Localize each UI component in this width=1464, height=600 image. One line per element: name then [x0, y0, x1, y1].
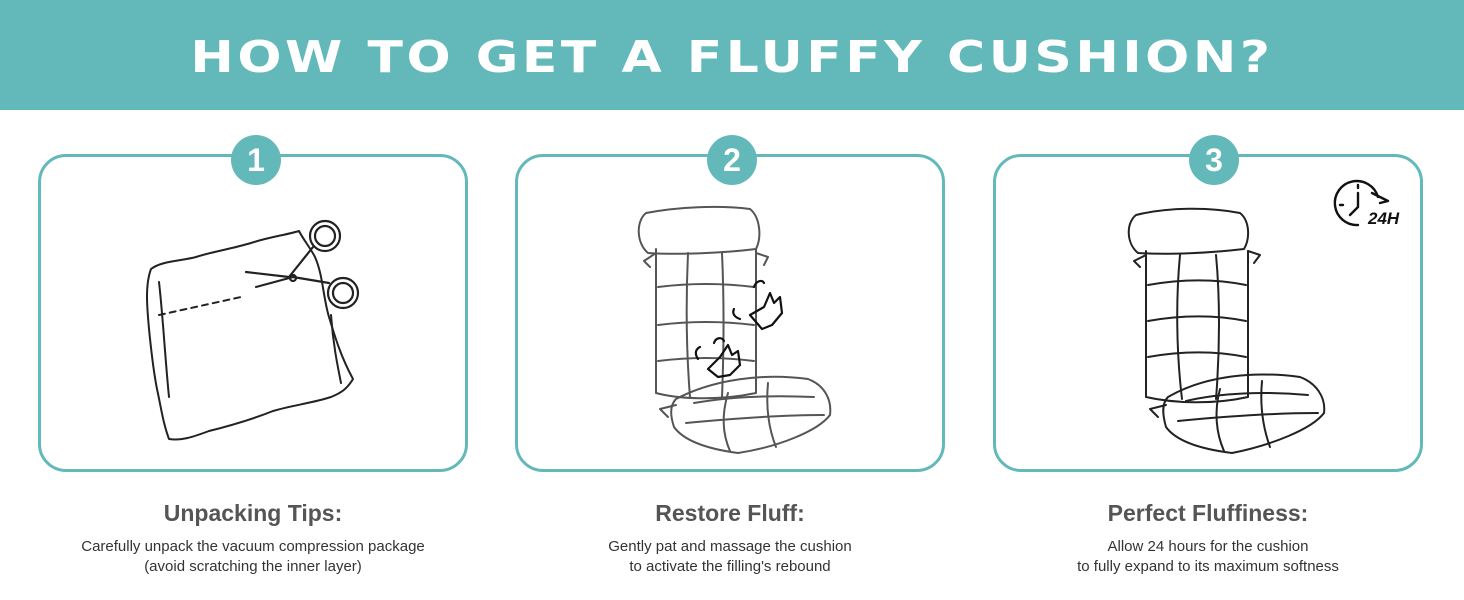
- step-2-description-line-2: to activate the filling's rebound: [629, 558, 831, 575]
- scissors-icon: [244, 219, 360, 310]
- step-1-card: [38, 154, 468, 472]
- timer-label: 24H: [1368, 209, 1400, 228]
- step-3-card: 24H: [993, 154, 1423, 472]
- clock-icon: [1333, 179, 1390, 227]
- header-banner: HOW TO GET A FLUFFY CUSHION?: [0, 0, 1464, 110]
- step-1-description-line-2: (avoid scratching the inner layer): [144, 558, 362, 575]
- step-2-description-line-1: Gently pat and massage the cushion: [608, 538, 852, 555]
- step-3-illustration: [1127, 179, 1390, 454]
- step-3-number-badge: 3: [1189, 135, 1239, 185]
- page-title: HOW TO GET A FLUFFY CUSHION?: [190, 31, 1274, 83]
- chair-cushion-icon: [637, 205, 832, 454]
- step-2-number-badge: 2: [707, 135, 757, 185]
- step-2-card: [515, 154, 945, 472]
- patting-hand-icon: [694, 279, 784, 379]
- step-3-title: Perfect Fluffiness:: [1107, 500, 1309, 526]
- step-2-title: Restore Fluff:: [655, 500, 805, 526]
- step-1-number-badge: 1: [231, 135, 281, 185]
- step-3-description-line-2: to fully expand to its maximum softness: [1077, 558, 1339, 575]
- vacuum-package-icon: [146, 230, 354, 441]
- step-3-description-line-1: Allow 24 hours for the cushion: [1107, 538, 1309, 555]
- chair-cushion-icon: [1127, 207, 1326, 454]
- step-1-description-line-1: Carefully unpack the vacuum compression …: [81, 538, 425, 555]
- step-1-title: Unpacking Tips:: [163, 500, 343, 526]
- step-2-illustration: [637, 205, 832, 454]
- step-1-illustration: [146, 219, 360, 441]
